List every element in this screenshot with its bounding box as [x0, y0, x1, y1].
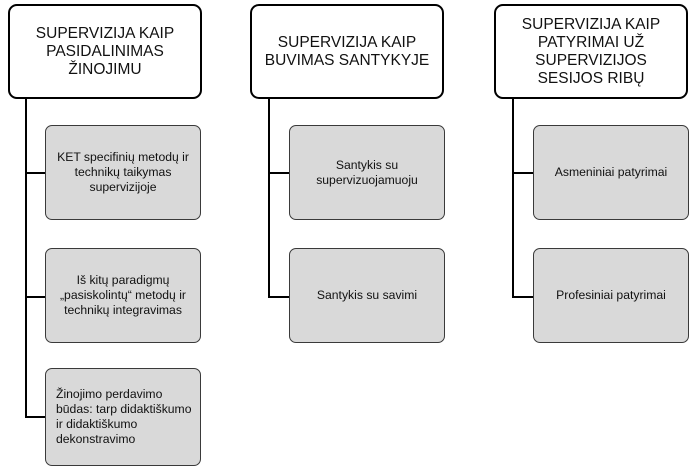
item-relation-self-label: Santykis su savimi [316, 288, 418, 302]
connector-col2-item1 [268, 172, 289, 174]
item-borrowed-methods: Iš kitų paradigmų „pasiskolintų“ metodų … [45, 248, 201, 343]
header-sharing-knowledge: SUPERVIZIJA KAIP PASIDALINIMAS ŽINOJIMU [8, 4, 202, 99]
connector-col1-trunk [25, 99, 27, 418]
item-relation-supervisee: Santykis su supervizuojamuoju [289, 125, 445, 220]
header-experiences-beyond-session: SUPERVIZIJA KAIP PATYRIMAI UŽ SUPERVIZIJ… [494, 4, 688, 99]
item-relation-self: Santykis su savimi [289, 248, 445, 343]
header-sharing-knowledge-label: SUPERVIZIJA KAIP PASIDALINIMAS ŽINOJIMU [35, 24, 175, 78]
item-borrowed-methods-label: Iš kitų paradigmų „pasiskolintų“ metodų … [60, 273, 186, 317]
item-knowledge-transfer-label: Žinojimo perdavimo būdas: tarp didaktišk… [56, 387, 192, 446]
item-professional-experiences: Profesiniai patyrimai [533, 248, 689, 343]
connector-col1-item1 [25, 172, 45, 174]
connector-col2-item2 [268, 296, 289, 298]
header-being-in-relationship-label: SUPERVIZIJA KAIP BUVIMAS SANTYKYJE [264, 33, 430, 69]
header-being-in-relationship: SUPERVIZIJA KAIP BUVIMAS SANTYKYJE [250, 4, 444, 99]
connector-col3-trunk [512, 99, 514, 297]
item-personal-experiences-label: Asmeniniai patyrimai [554, 165, 668, 179]
connector-col3-item1 [512, 172, 533, 174]
connector-col3-item2 [512, 296, 533, 298]
header-experiences-beyond-session-label: SUPERVIZIJA KAIP PATYRIMAI UŽ SUPERVIZIJ… [521, 15, 661, 87]
item-knowledge-transfer: Žinojimo perdavimo būdas: tarp didaktišk… [45, 368, 201, 466]
connector-col1-item3 [25, 416, 45, 418]
item-relation-supervisee-label: Santykis su supervizuojamuoju [316, 157, 418, 187]
item-personal-experiences: Asmeniniai patyrimai [533, 125, 689, 220]
item-professional-experiences-label: Profesiniai patyrimai [556, 288, 666, 302]
item-ket-methods: KET specifinių metodų ir technikų taikym… [45, 125, 201, 220]
connector-col2-trunk [268, 99, 270, 297]
item-ket-methods-label: KET specifinių metodų ir technikų taikym… [57, 150, 189, 194]
connector-col1-item2 [25, 296, 45, 298]
